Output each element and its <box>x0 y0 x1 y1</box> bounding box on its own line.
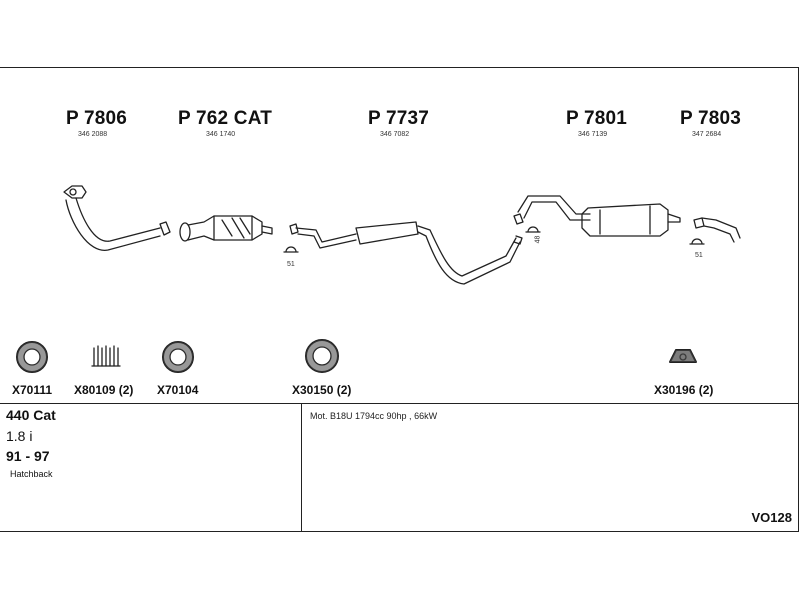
part-number-rear-silencer: P 7801 <box>566 108 628 129</box>
part-number-catalyst: P 762 CAT <box>178 108 273 129</box>
clamp-number-1: 51 <box>287 261 295 268</box>
diagram-sheet <box>0 67 799 532</box>
tail-pipe-drawing <box>693 217 741 243</box>
part-ref-rear-silencer: 346 7139 <box>578 131 608 138</box>
catalyst-drawing <box>179 215 273 242</box>
gasket-fills <box>17 340 696 372</box>
clamp-drawings <box>283 226 705 253</box>
part-number-front-pipe: P 7806 <box>66 108 128 129</box>
vehicle-model: 440 Cat <box>6 407 56 423</box>
horizontal-divider <box>0 403 799 404</box>
part-ref-front-pipe: 346 2088 <box>78 131 108 138</box>
vehicle-engine: 1.8 i <box>6 428 33 444</box>
part-ref-catalyst: 346 1740 <box>206 131 236 138</box>
part-number-tail-pipe: P 7803 <box>680 108 742 129</box>
accessory-label-x30196: X30196 (2) <box>654 383 714 397</box>
middle-silencer-drawing <box>289 221 523 285</box>
clamp-number-3: 51 <box>695 252 703 259</box>
accessory-label-x70104: X70104 <box>157 383 199 397</box>
clamp-number-2: 48 <box>534 235 542 244</box>
rear-silencer-drawing <box>513 195 681 237</box>
part-ref-middle-silencer: 346 7082 <box>380 131 410 138</box>
accessory-label-x80109: X80109 (2) <box>74 383 134 397</box>
vertical-divider <box>301 404 302 531</box>
accessory-label-x30150: X30150 (2) <box>292 383 352 397</box>
accessory-label-x70111: X70111 <box>12 383 53 397</box>
motor-spec: Mot. B18U 1794cc 90hp , 66kW <box>310 411 438 421</box>
front-pipe-drawing <box>63 185 171 251</box>
part-ref-tail-pipe: 347 2684 <box>692 131 722 138</box>
reference-code: VO128 <box>751 510 792 525</box>
vehicle-years: 91 - 97 <box>6 448 50 464</box>
part-number-middle-silencer: P 7737 <box>368 108 430 129</box>
springs-x80109-icon <box>91 345 121 367</box>
vehicle-body-type: Hatchback <box>10 469 53 479</box>
